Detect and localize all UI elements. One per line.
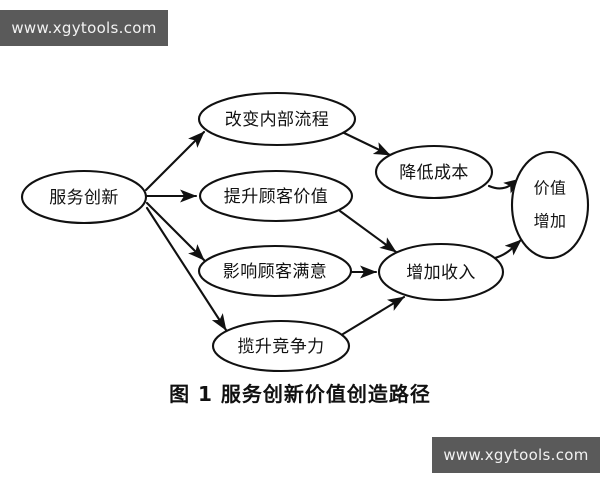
nodes-group: 服务创新 改变内部流程 提升顾客价值 影响顾客满意 揽升竞争力 降低成本 — [20, 91, 590, 373]
node-change-internal-process[interactable]: 改变内部流程 — [197, 91, 357, 147]
node-label-reduce-cost: 降低成本 — [399, 163, 469, 183]
node-label-increase-revenue: 增加收入 — [406, 263, 476, 283]
node-label-service-innovation: 服务创新 — [49, 188, 119, 208]
edge-increase-revenue-to-value-increase — [493, 238, 523, 260]
node-value-increase[interactable]: 价值 增加 — [510, 150, 590, 260]
node-enhance-customer-value[interactable]: 提升顾客价值 — [198, 169, 354, 223]
node-label-influence-customer-satisfaction: 影响顾客满意 — [223, 262, 327, 282]
edge-service-innovation-to-change-internal-process — [144, 130, 206, 192]
watermark-top-left: www.xgytools.com — [0, 10, 168, 46]
node-reduce-cost[interactable]: 降低成本 — [374, 144, 494, 200]
node-raise-competitiveness[interactable]: 揽升竞争力 — [211, 319, 351, 373]
node-shape-value-increase — [510, 150, 590, 260]
edge-service-innovation-to-raise-competitiveness — [145, 206, 228, 332]
node-shape-reduce-cost — [374, 144, 494, 200]
node-service-innovation[interactable]: 服务创新 — [20, 169, 148, 225]
node-label-value-increase-line-2: 增加 — [534, 212, 567, 231]
node-label-change-internal-process: 改变内部流程 — [225, 110, 329, 130]
node-shape-service-innovation — [20, 169, 148, 225]
node-shape-influence-customer-satisfaction — [197, 244, 353, 298]
node-label-value-increase-line-1: 价值 — [534, 179, 567, 198]
edge-change-internal-process-to-reduce-cost — [338, 129, 392, 157]
node-shape-enhance-customer-value — [198, 169, 354, 223]
edges-group — [144, 129, 523, 336]
watermark-bottom-right-text: www.xgytools.com — [443, 446, 589, 464]
node-shape-change-internal-process — [197, 91, 357, 147]
figure-caption: 图 1 服务创新价值创造路径 — [169, 382, 431, 406]
edge-raise-competitiveness-to-increase-revenue — [341, 295, 406, 336]
node-label-enhance-customer-value: 提升顾客价值 — [224, 187, 328, 207]
edge-enhance-customer-value-to-increase-revenue — [338, 209, 398, 254]
node-shape-raise-competitiveness — [211, 319, 351, 373]
node-influence-customer-satisfaction[interactable]: 影响顾客满意 — [197, 244, 353, 298]
node-shape-increase-revenue — [377, 242, 505, 302]
node-increase-revenue[interactable]: 增加收入 — [377, 242, 505, 302]
node-label-raise-competitiveness: 揽升竞争力 — [238, 337, 325, 357]
watermark-bottom-right: www.xgytools.com — [432, 437, 600, 473]
edge-service-innovation-to-influence-customer-satisfaction — [145, 201, 206, 262]
watermark-top-left-text: www.xgytools.com — [11, 19, 157, 37]
